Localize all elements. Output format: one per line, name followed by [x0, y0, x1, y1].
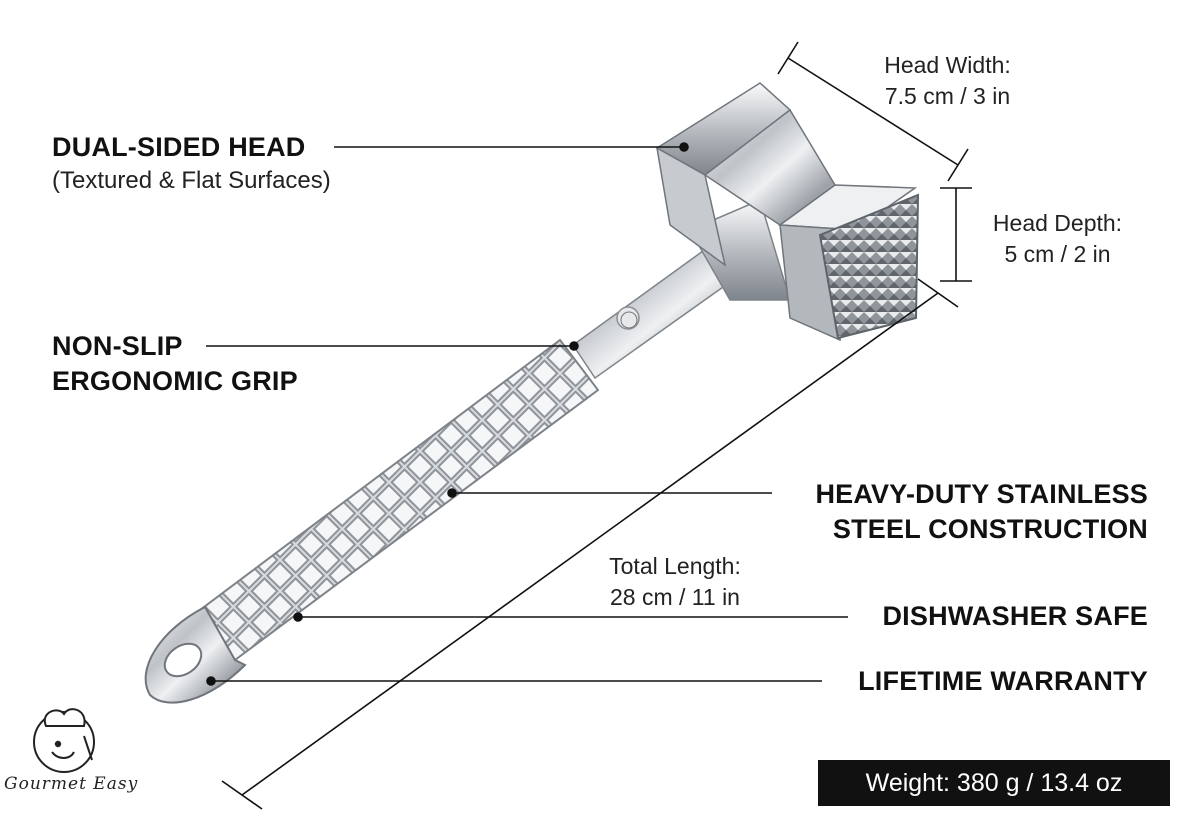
feature-lifetime-warranty: LIFETIME WARRANTY: [858, 666, 1148, 696]
weight-text: Weight: 380 g / 13.4 oz: [865, 768, 1123, 797]
mallet-handle: [144, 241, 742, 704]
brand-name: Gourmet Easy: [4, 774, 139, 794]
head-width-value: 7.5 cm / 3 in: [884, 83, 1011, 109]
mallet-head: [620, 82, 920, 342]
head-width-dimension: [787, 57, 959, 166]
feature-dual-head-subtitle: (Textured & Flat Surfaces): [52, 167, 331, 194]
total-length-value: 28 cm / 11 in: [610, 584, 740, 610]
leader-lines: [206, 142, 848, 686]
total-length-dimension: [241, 292, 939, 796]
weight-badge: Weight: 380 g / 13.4 oz: [818, 760, 1170, 806]
head-depth-label: Head Depth:: [992, 210, 1123, 236]
total-length-label: Total Length:: [609, 553, 741, 579]
feature-grip-line2: ERGONOMIC GRIP: [52, 366, 298, 396]
chef-logo-icon: [33, 708, 95, 773]
head-width-label: Head Width:: [884, 52, 1011, 78]
feature-steel-line2: STEEL CONSTRUCTION: [832, 514, 1148, 544]
dimension-lines: [221, 41, 972, 810]
feature-grip-line1: NON-SLIP: [52, 331, 183, 361]
feature-dishwasher-safe: DISHWASHER SAFE: [882, 601, 1148, 631]
head-depth-value: 5 cm / 2 in: [1004, 241, 1111, 267]
feature-steel-line1: HEAVY-DUTY STAINLESS: [815, 479, 1148, 509]
feature-dual-head-title: DUAL-SIDED HEAD: [52, 132, 306, 162]
